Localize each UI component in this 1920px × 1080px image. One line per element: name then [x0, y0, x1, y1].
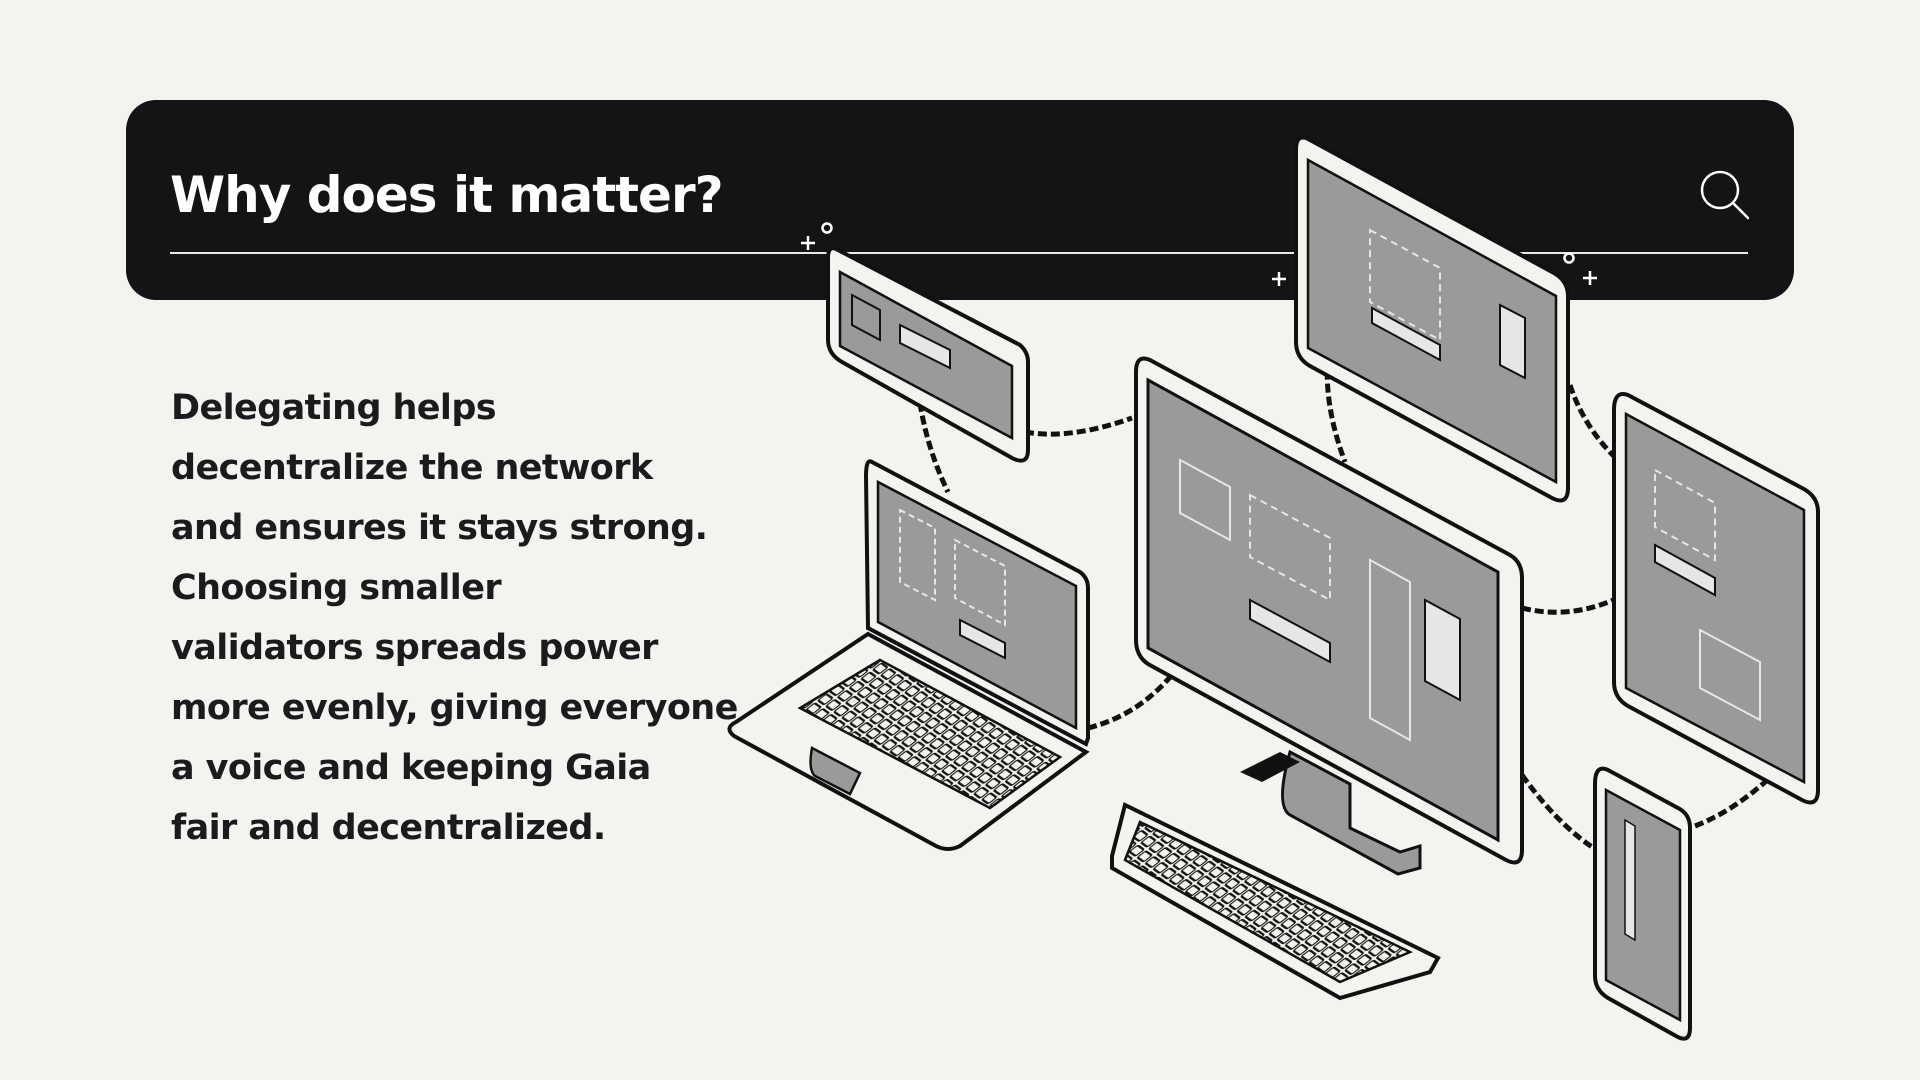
description-line: validators spreads power [171, 628, 658, 668]
tablet-right-icon [1612, 392, 1820, 805]
search-icon[interactable] [1698, 168, 1750, 220]
description-line: and ensures it stays strong. [171, 508, 708, 548]
description-line: Delegating helps [171, 388, 497, 428]
device-network-illustration [727, 135, 1820, 1041]
phone-left-top-icon [826, 246, 1030, 463]
description-line: more evenly, giving everyone [171, 688, 738, 728]
sparkle-decorations [801, 222, 1597, 286]
header-divider [170, 252, 1748, 254]
description-paragraph: Delegating helps decentralize the networ… [171, 378, 738, 858]
keyboard-icon [1110, 802, 1441, 1001]
tablet-top-icon [1294, 135, 1570, 503]
header-bar: Why does it matter? [126, 100, 1794, 300]
phone-bottom-icon [1593, 766, 1692, 1041]
description-line: decentralize the network [171, 448, 653, 488]
desktop-monitor-icon [1134, 356, 1524, 876]
description-line: a voice and keeping Gaia [171, 748, 651, 788]
description-line: Choosing smaller [171, 568, 502, 608]
page-title: Why does it matter? [170, 166, 724, 224]
laptop-icon [727, 459, 1090, 851]
description-line: fair and decentralized. [171, 808, 606, 848]
